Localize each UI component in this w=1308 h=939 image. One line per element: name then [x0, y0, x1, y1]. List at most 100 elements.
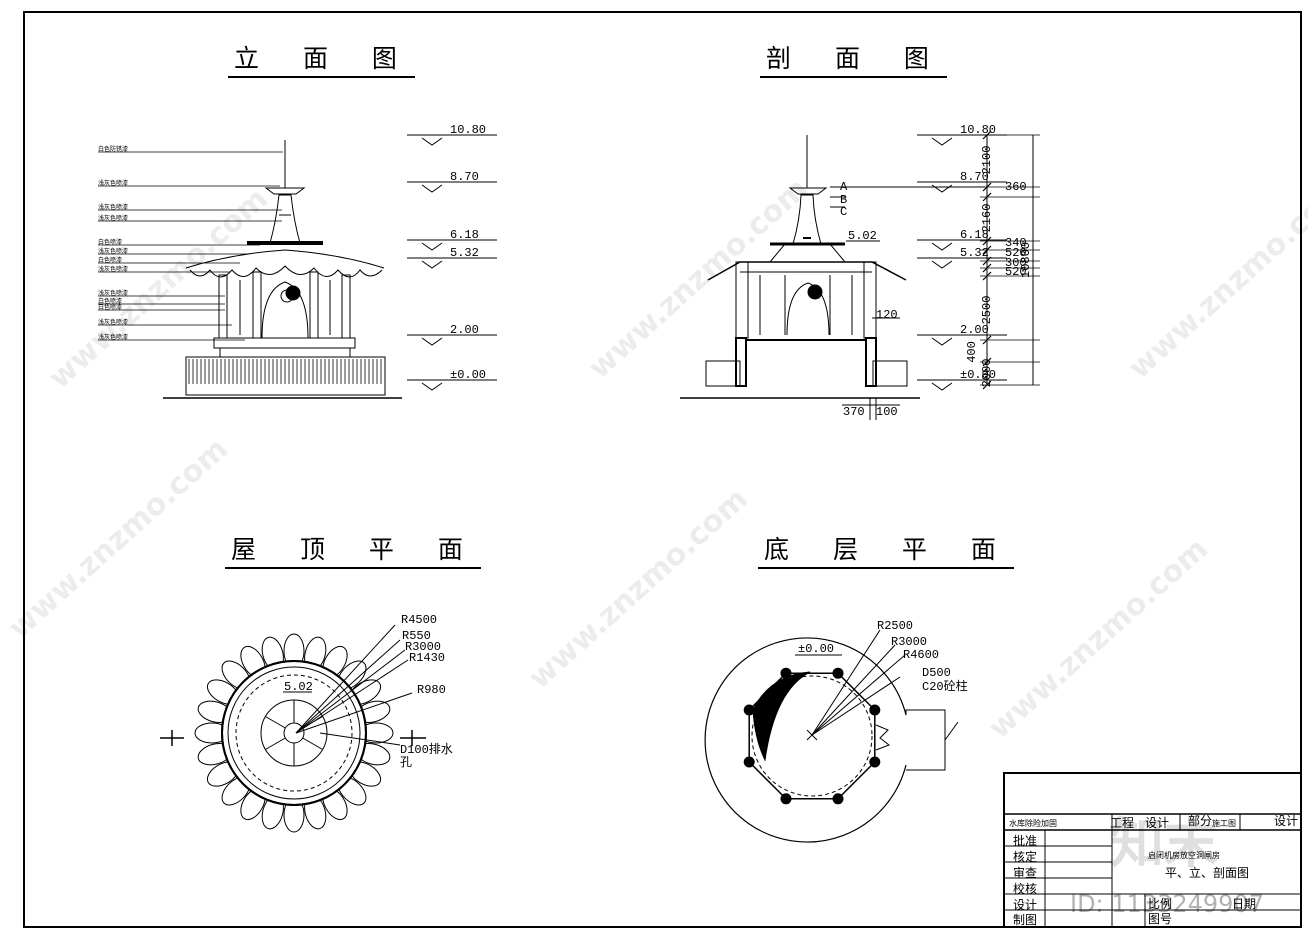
tb-col-design: 设计 [1145, 816, 1169, 830]
section-level-502: 5.02 [848, 229, 877, 243]
tb-drawing-name: 平、立、剖面图 [1165, 865, 1249, 880]
section-level-value: 5.32 [960, 246, 989, 260]
ground-column [869, 756, 881, 768]
ground-plan-labels: ±0.00 R2500 R3000 R4600 D500 C20砼柱 [795, 619, 968, 694]
ground-column [743, 704, 755, 716]
tb-role-verify: 核定 [1013, 849, 1037, 864]
tb-building: 启闭机房放空洞闸房 [1148, 850, 1220, 860]
ground-column [743, 756, 755, 768]
ground-label-d500: D500 [922, 666, 951, 680]
elevation-callout: 浅灰色喷漆 [98, 318, 128, 326]
section-dim-value: 520 [1005, 265, 1027, 279]
roof-plan-title: 屋 顶 平 面 [225, 535, 481, 569]
section-level-arrow [931, 184, 953, 193]
tb-drawing-no: 图号 [1148, 912, 1172, 926]
section-dim-value: 2500 [980, 296, 994, 325]
drawing-frame [23, 11, 1302, 928]
tb-role-approve: 批准 [1013, 833, 1037, 848]
elevation-callout: 白色喷漆 [98, 303, 122, 311]
elevation-level-arrow [421, 337, 443, 346]
dim-tick-mark [982, 380, 992, 390]
elevation-callout: 浅灰色喷漆 [98, 265, 128, 273]
roof-label-r980: R980 [417, 683, 446, 697]
watermark-site-2: www.znzmo.com [582, 171, 815, 386]
tb-role-check: 校核 [1013, 881, 1037, 896]
section-marks: A B C 5.02 120 370 100 [830, 180, 985, 420]
ground-column [832, 667, 844, 679]
section-dim-120: 120 [876, 308, 898, 322]
elevation-level-value: 8.70 [450, 170, 479, 184]
section-level-value: 10.80 [960, 123, 996, 137]
section-dim-value: 340 [1005, 236, 1027, 250]
section-mark-b: B [840, 193, 847, 207]
watermark-logo: 知末 [1110, 812, 1218, 875]
ground-label-c20: C20砼柱 [922, 678, 968, 694]
section-dim-value: 2100 [980, 146, 994, 175]
elevation-callout: 浅灰色喷漆 [98, 333, 128, 341]
elevation-callout: 白色防锈漆 [98, 145, 128, 153]
roof-drain-label-2: 孔 [400, 755, 412, 770]
section-dim-total: 10800 [1019, 242, 1033, 278]
section-dim-370: 370 [843, 405, 865, 419]
tb-project: 水库除险加固 [1009, 818, 1057, 828]
ground-column [869, 704, 881, 716]
dim-tick-mark [982, 271, 992, 281]
dim-tick-mark [982, 236, 992, 246]
roof-drain-label: D100排水 [400, 742, 453, 757]
roof-spoke [265, 737, 286, 750]
section-level-value: 6.18 [960, 228, 989, 242]
roof-plan-labels: R4500 R550 R3000 R1430 R980 5.02 D100排水 … [284, 613, 453, 770]
ground-label-r4600: R4600 [903, 648, 939, 662]
section-dim-value: 360 [1005, 180, 1027, 194]
elevation-level-value: 5.32 [450, 246, 479, 260]
elevation-title: 立 面 图 [228, 44, 415, 78]
section-mark-c: C [840, 205, 847, 219]
dim-tick-mark [982, 357, 992, 367]
dim-tick-mark [982, 192, 992, 202]
ground-plan-title: 底 层 平 面 [758, 535, 1014, 569]
title-block-text: 水库除险加固 工程 设计 部分 施工图 设计 批准 核定 审查 校核 设计 制图… [1009, 813, 1298, 927]
section-dim-value: 400 [965, 341, 979, 363]
section-level-arrow [931, 242, 953, 251]
roof-label-r3000: R3000 [405, 640, 441, 654]
elevation-level-arrow [421, 184, 443, 193]
watermark-id: ID: 1133249907 [1070, 890, 1264, 918]
section-dim-value: 2000 [980, 359, 994, 388]
elevation-callout: 浅灰色喷漆 [98, 247, 128, 255]
section-level-arrow [931, 382, 953, 391]
watermark-site-3: www.znzmo.com [1122, 171, 1308, 386]
section-level-arrow [931, 137, 953, 146]
elevation-callout: 浅灰色喷漆 [98, 214, 128, 222]
elevation-drawing [163, 140, 402, 399]
elevation-level-arrow [421, 382, 443, 391]
section-title: 剖 面 图 [760, 44, 947, 78]
ground-label-r2500: R2500 [877, 619, 913, 633]
section-levels: 10.808.706.185.322.00±0.00 [917, 123, 1007, 391]
elevation-callout: 白色喷漆 [98, 297, 122, 305]
elevation-levels: 10.808.706.185.322.00±0.00 [407, 123, 497, 391]
tb-role-review: 审查 [1013, 865, 1037, 880]
ground-inner-circle [751, 675, 873, 797]
ground-column [832, 793, 844, 805]
elevation-callout: 白色喷漆 [98, 256, 122, 264]
tb-role-draw: 制图 [1013, 913, 1037, 927]
tb-scale: 比例 [1148, 897, 1172, 911]
tb-col-stage: 施工图 [1212, 818, 1236, 828]
section-mark-a: A [840, 180, 848, 194]
section-level-value: 2.00 [960, 323, 989, 337]
watermarks: www.znzmo.com www.znzmo.com www.znzmo.co… [2, 171, 1308, 918]
roof-spoke [302, 737, 323, 750]
dim-tick-mark [982, 263, 992, 273]
section-drawing [680, 135, 920, 399]
elevation-callout: 浅灰色喷漆 [98, 179, 128, 187]
watermark-site-5: www.znzmo.com [522, 481, 755, 696]
elevation-level-value: 10.80 [450, 123, 486, 137]
tb-col-part: 部分 [1188, 813, 1212, 828]
roof-label-r1430: R1430 [409, 651, 445, 665]
section-dim-100: 100 [876, 405, 898, 419]
ground-label-r3000: R3000 [891, 635, 927, 649]
ground-column [780, 793, 792, 805]
dim-tick-mark [982, 130, 992, 140]
